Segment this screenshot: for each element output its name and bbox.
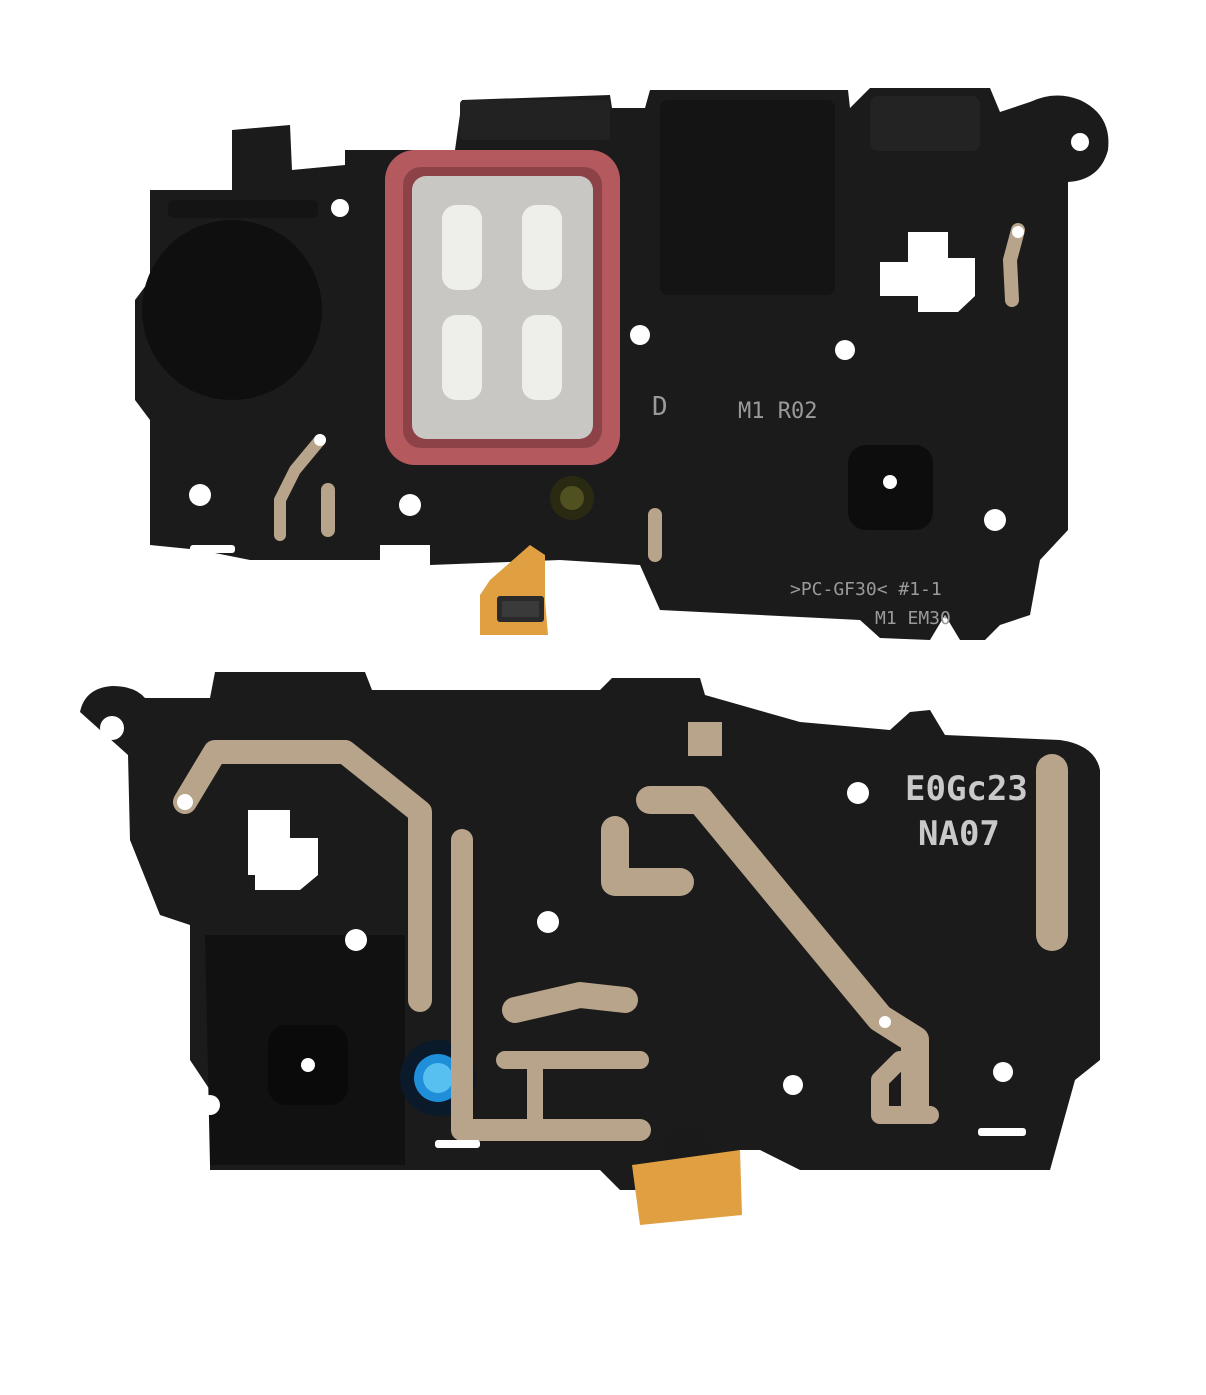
screw-holes-top (189, 133, 1089, 531)
bottom-flex-connector (632, 1130, 742, 1225)
mesh-openings (442, 205, 562, 400)
chamber-ridge (168, 200, 318, 218)
shield-block (660, 100, 835, 295)
mold-mark-d: D (652, 392, 668, 422)
earpiece-mesh (412, 176, 593, 439)
slot (190, 545, 235, 553)
right-tab (870, 96, 980, 151)
left-acoustic-chamber (142, 220, 322, 400)
top-flex-connector (480, 545, 548, 635)
light-sensor-hole (883, 475, 897, 489)
molding-code-1: >PC-GF30< #1-1 (790, 579, 942, 600)
camera-cutout (248, 810, 318, 890)
antenna-traces-bottom (173, 740, 1068, 1141)
screw-holes-bottom (100, 716, 1013, 1115)
slot (978, 1128, 1026, 1136)
antenna-bracket-module: E0Gc23 NA07 (80, 672, 1100, 1225)
copper-pad (688, 722, 722, 756)
antenna-traces-top (274, 223, 1025, 562)
slot (435, 1140, 480, 1148)
part-marking-line-1: E0Gc23 (905, 769, 1028, 809)
mold-mark-r02: M1 R02 (738, 399, 817, 424)
earpiece-speaker-module: D M1 R02 >PC-GF30< #1-1 M1 EM30 (135, 88, 1109, 640)
part-marking-line-2: NA07 (918, 814, 1000, 854)
top-tab (460, 100, 610, 140)
molding-code-2: M1 EM30 (875, 608, 951, 629)
sensor-window (880, 232, 975, 312)
